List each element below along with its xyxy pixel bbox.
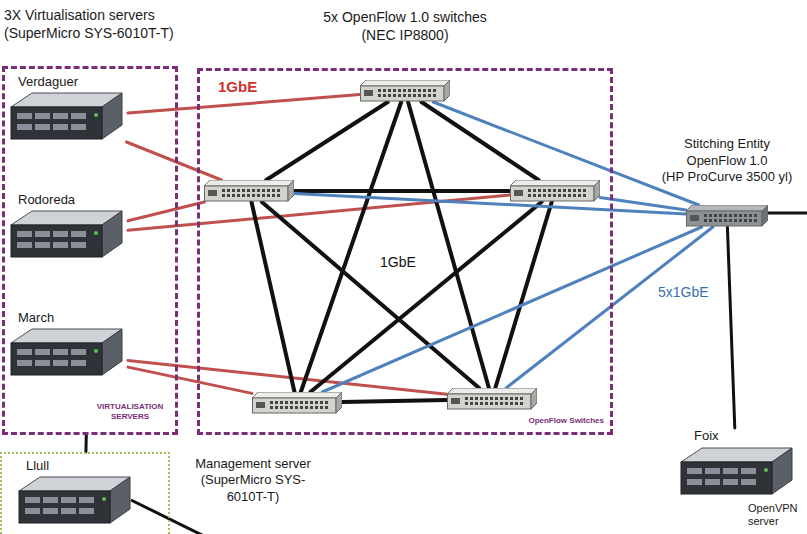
switch-icon bbox=[447, 388, 537, 410]
link-line bbox=[310, 202, 541, 392]
switch-icon bbox=[447, 388, 537, 414]
server-icon bbox=[10, 91, 123, 141]
switch-icon bbox=[510, 180, 600, 206]
link-line bbox=[252, 202, 295, 392]
server-name: Llull bbox=[26, 458, 49, 475]
server-icon bbox=[10, 327, 123, 377]
server-icon bbox=[18, 475, 131, 525]
openflow-switch bbox=[447, 388, 537, 410]
link-line bbox=[322, 227, 701, 392]
openflow-switch bbox=[510, 180, 600, 202]
link-line bbox=[128, 202, 204, 221]
server-role: OpenVPN server bbox=[748, 502, 802, 528]
link-label: 1GbE bbox=[378, 254, 418, 271]
group-tag: VIRTUALISATION SERVERS bbox=[91, 402, 169, 422]
server-name: Rodoreda bbox=[18, 192, 75, 209]
switch-icon bbox=[252, 392, 342, 414]
group-heading: 3X Virtualisation servers (SuperMicro SY… bbox=[4, 6, 189, 42]
link-line bbox=[422, 102, 539, 180]
group-box: Management server (SuperMicro SYS-6010T-… bbox=[0, 452, 170, 534]
server-node: Verdaguer bbox=[10, 74, 128, 142]
group-heading: 5x OpenFlow 1.0 switches (NEC IP8800) bbox=[310, 8, 500, 44]
server-icon bbox=[680, 446, 793, 500]
link-line bbox=[433, 102, 698, 205]
switch-icon bbox=[252, 392, 342, 418]
openflow-switch bbox=[204, 180, 294, 202]
uplink-wire bbox=[768, 212, 807, 215]
group-heading: Management server (SuperMicro SYS-6010T-… bbox=[188, 456, 318, 505]
device-label: (HP ProCurve 3500 yl) bbox=[657, 169, 797, 185]
server-icon bbox=[10, 209, 123, 263]
server-name: Foix bbox=[694, 428, 719, 445]
link-line bbox=[506, 227, 713, 388]
link-line bbox=[84, 435, 87, 452]
openflow-switch bbox=[360, 80, 450, 102]
server-node: FoixOpenVPN server bbox=[680, 428, 806, 528]
server-icon bbox=[10, 209, 123, 259]
link-line bbox=[262, 202, 479, 388]
link-label: 5x1GbE bbox=[656, 284, 711, 301]
link-line bbox=[128, 95, 360, 114]
switch-icon bbox=[204, 180, 294, 202]
link-line bbox=[408, 102, 489, 388]
device-label: Stitching Entity OpenFlow 1.0 bbox=[677, 136, 777, 169]
server-node: Llull bbox=[18, 458, 136, 526]
link-line bbox=[727, 227, 734, 428]
switch-icon bbox=[360, 80, 450, 102]
switch-icon bbox=[686, 205, 768, 227]
server-icon bbox=[10, 327, 123, 381]
server-name: Verdaguer bbox=[18, 74, 78, 91]
openflow-switch bbox=[252, 392, 342, 414]
link-line bbox=[127, 142, 222, 180]
server-icon bbox=[18, 475, 131, 529]
switch-icon bbox=[510, 180, 600, 202]
server-node: Rodoreda bbox=[10, 192, 128, 260]
link-line bbox=[342, 400, 447, 402]
switch-icon bbox=[360, 80, 450, 106]
server-icon bbox=[680, 446, 793, 496]
link-label: 1GbE bbox=[216, 78, 259, 96]
group-tag: OpenFlow Switches bbox=[528, 416, 604, 426]
server-node: March bbox=[10, 310, 128, 378]
stitching-switch: Stitching Entity OpenFlow 1.0(HP ProCurv… bbox=[686, 205, 768, 227]
server-icon bbox=[10, 91, 123, 145]
switch-icon bbox=[686, 205, 768, 231]
server-name: March bbox=[18, 310, 54, 327]
group-box: 5x OpenFlow 1.0 switches (NEC IP8800)Ope… bbox=[197, 68, 613, 435]
switch-icon bbox=[204, 180, 294, 206]
uplink-wire bbox=[131, 500, 212, 534]
link-line bbox=[294, 189, 510, 193]
group-box: 3X Virtualisation servers (SuperMicro SY… bbox=[2, 66, 178, 435]
link-line bbox=[266, 102, 388, 180]
label-holder: Stitching Entity OpenFlow 1.0(HP ProCurv… bbox=[657, 136, 797, 185]
link-line bbox=[294, 193, 686, 214]
